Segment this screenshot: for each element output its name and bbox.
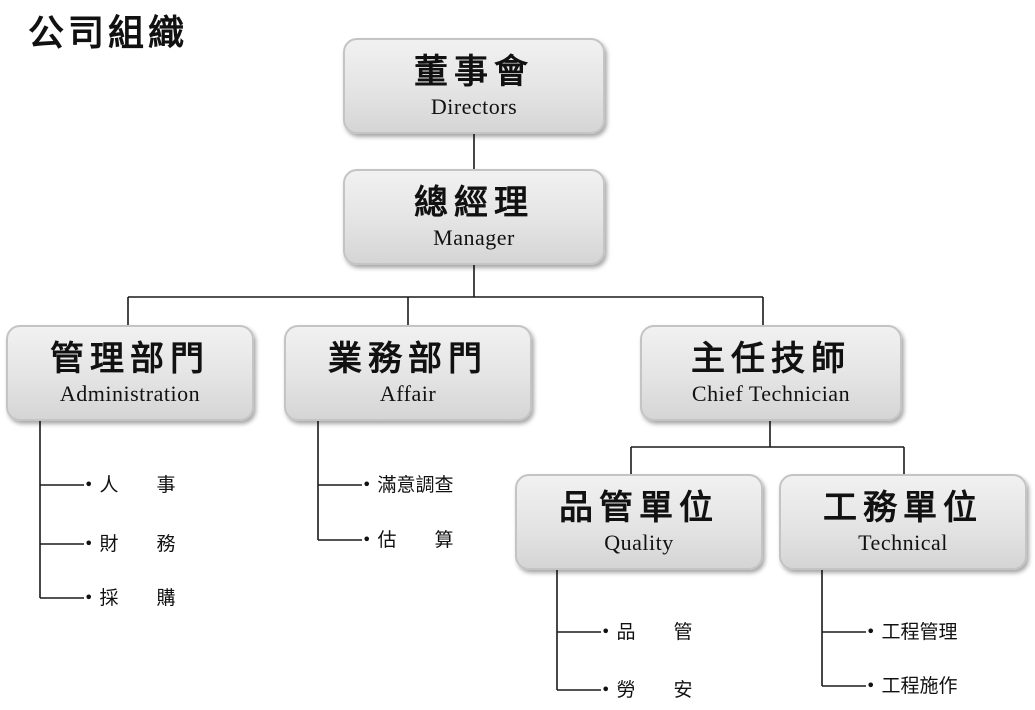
node-directors-cn: 董事會 — [414, 52, 534, 92]
list-item-label: 財 務 — [99, 533, 176, 555]
node-affair-cn: 業務部門 — [328, 339, 488, 379]
node-manager: 總經理 Manager — [343, 169, 605, 265]
list-item-label: 人 事 — [99, 474, 176, 496]
list-item-technical-1: • 工程管理 — [866, 620, 957, 644]
list-item-affair-1: • 滿意調查 — [362, 473, 453, 497]
bullet-icon: • — [866, 676, 876, 695]
bullet-icon: • — [601, 680, 611, 699]
list-item-label: 工程管理 — [881, 621, 958, 643]
node-chief: 主任技師 Chief Technician — [640, 325, 902, 421]
node-manager-en: Manager — [433, 225, 515, 250]
list-item-label: 滿意調查 — [377, 474, 454, 496]
connector-affair-list — [317, 420, 362, 541]
node-manager-cn: 總經理 — [414, 183, 534, 223]
node-admin: 管理部門 Administration — [6, 325, 254, 421]
bullet-icon: • — [84, 534, 94, 553]
node-chief-cn: 主任技師 — [691, 339, 851, 379]
bullet-icon: • — [84, 475, 94, 494]
node-quality-cn: 品管單位 — [559, 488, 719, 528]
node-affair: 業務部門 Affair — [284, 325, 532, 421]
bullet-icon: • — [866, 622, 876, 641]
bullet-icon: • — [362, 475, 372, 494]
node-directors-en: Directors — [430, 94, 518, 119]
list-item-quality-2: • 勞 安 — [601, 678, 692, 702]
connector-technical-list — [821, 568, 866, 687]
list-item-label: 採 購 — [99, 587, 176, 609]
node-quality: 品管單位 Quality — [515, 474, 763, 570]
list-item-admin-2: • 財 務 — [84, 532, 175, 556]
node-affair-en: Affair — [379, 381, 437, 406]
node-technical-en: Technical — [858, 530, 948, 555]
bullet-icon: • — [84, 588, 94, 607]
node-admin-cn: 管理部門 — [50, 339, 210, 379]
page-title: 公司組織 — [28, 12, 189, 54]
bullet-icon: • — [362, 530, 372, 549]
connector-admin-list — [39, 420, 84, 599]
connector-manager-bus — [127, 264, 764, 327]
node-directors: 董事會 Directors — [343, 38, 605, 134]
node-technical-cn: 工務單位 — [823, 488, 983, 528]
list-item-quality-1: • 品 管 — [601, 620, 692, 644]
node-technical: 工務單位 Technical — [779, 474, 1027, 570]
list-item-affair-2: • 估 算 — [362, 528, 453, 552]
connector-chief-bus — [630, 418, 905, 475]
bullet-icon: • — [601, 622, 611, 641]
node-quality-en: Quality — [604, 530, 674, 555]
list-item-label: 勞 安 — [616, 679, 693, 701]
list-item-technical-2: • 工程施作 — [866, 674, 957, 698]
list-item-admin-1: • 人 事 — [84, 473, 175, 497]
node-chief-en: Chief Technician — [691, 381, 851, 406]
list-item-label: 工程施作 — [881, 675, 958, 697]
list-item-label: 估 算 — [377, 529, 454, 551]
connector-quality-list — [556, 568, 601, 691]
node-admin-en: Administration — [59, 381, 201, 406]
list-item-admin-3: • 採 購 — [84, 586, 175, 610]
list-item-label: 品 管 — [616, 621, 693, 643]
